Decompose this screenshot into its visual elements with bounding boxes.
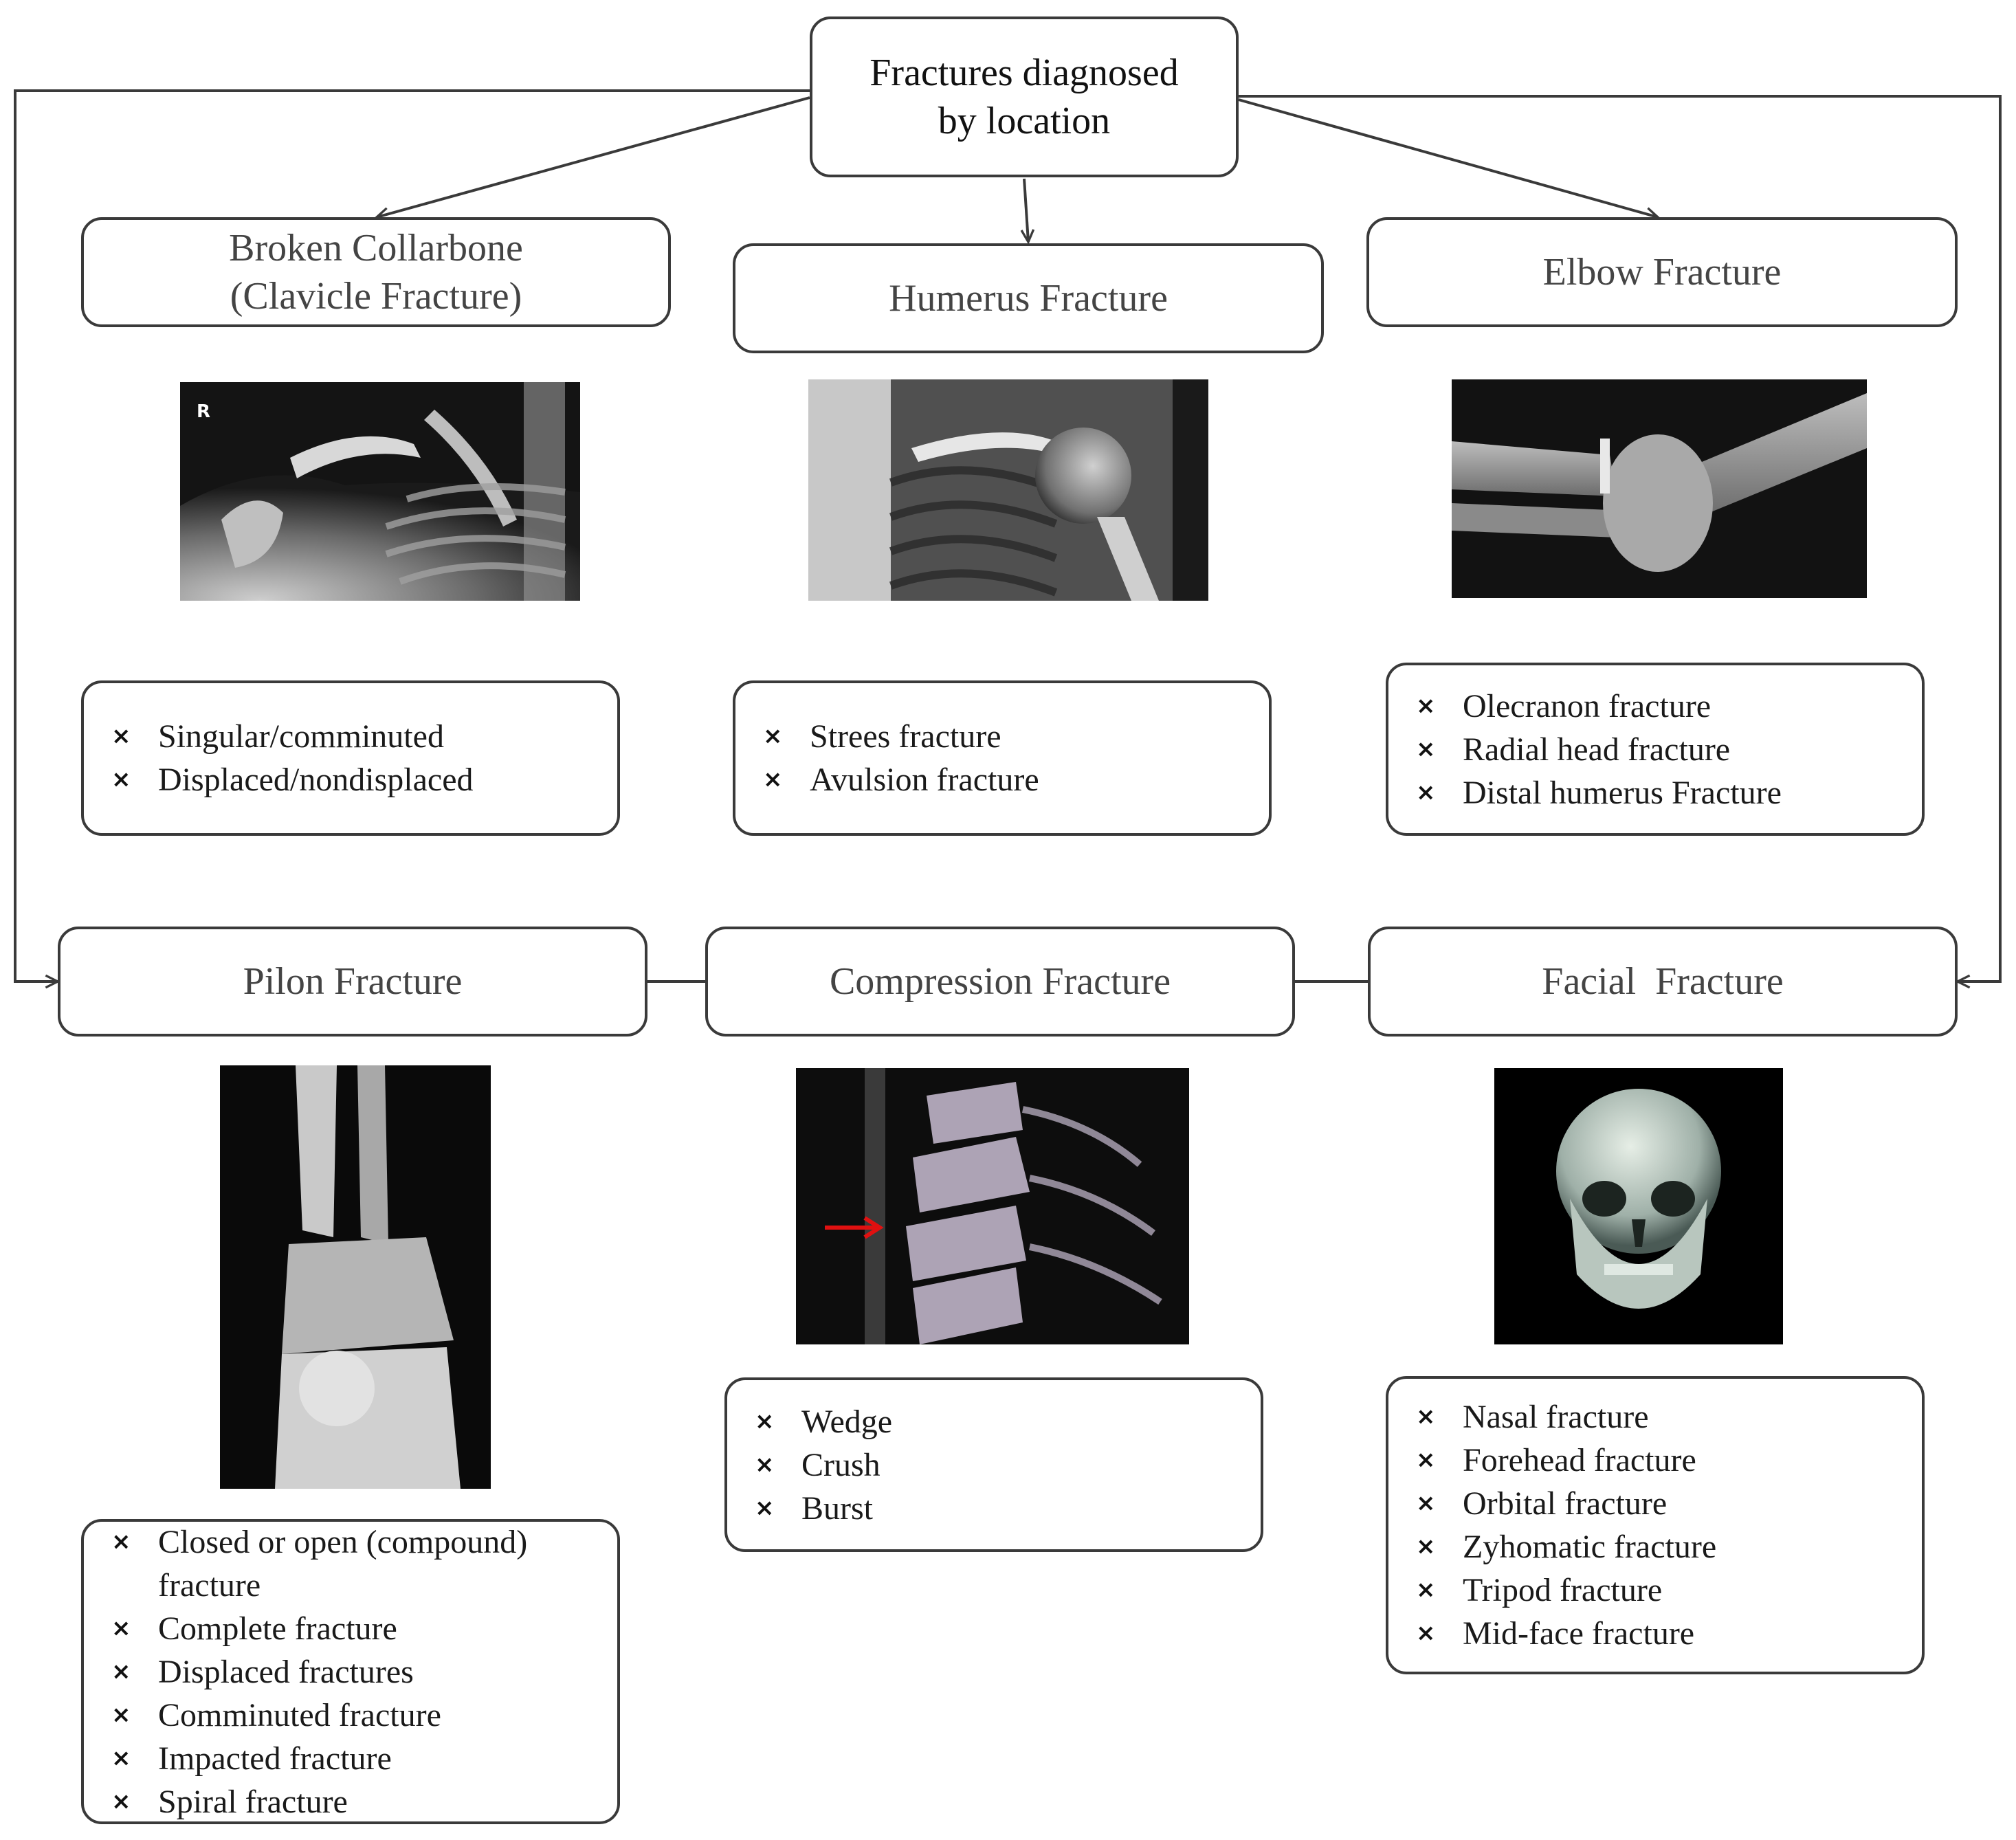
arrow-root-to-clavicle [377, 96, 810, 217]
clavicle-title-line1: Broken Collarbone [229, 227, 523, 269]
arrow-root-to-humerus [1024, 178, 1028, 242]
x-bullet-icon: × [1416, 1403, 1436, 1430]
list-item: ×Radial head fracture [1416, 728, 1922, 771]
x-bullet-icon: × [111, 1787, 131, 1815]
x-bullet-icon: × [1416, 1489, 1436, 1517]
compression-list: ×Wedge ×Crush ×Burst [755, 1400, 1261, 1530]
list-item: ×Impacted fracture [111, 1737, 617, 1780]
list-item: ×Spiral fracture [111, 1780, 617, 1824]
humerus-xray-image [808, 379, 1208, 601]
facial-list: ×Nasal fracture ×Forehead fracture ×Orbi… [1416, 1395, 1922, 1655]
list-item: ×Orbital fracture [1416, 1482, 1922, 1525]
compression-title: Compression Fracture [829, 960, 1171, 1003]
x-bullet-icon: × [1416, 1446, 1436, 1474]
list-item: ×Avulsion fracture [763, 758, 1269, 801]
list-item: ×Displaced fractures [111, 1650, 617, 1694]
x-bullet-icon: × [755, 1494, 775, 1522]
x-bullet-icon: × [1416, 1533, 1436, 1560]
pilon-xray-image [220, 1065, 491, 1489]
category-elbow-title: Elbow Fracture [1366, 217, 1958, 327]
x-bullet-icon: × [111, 1527, 131, 1555]
clavicle-list: ×Singular/comminuted ×Displaced/nondispl… [111, 715, 617, 801]
list-item: ×Singular/comminuted [111, 715, 617, 758]
humerus-list: ×Strees fracture ×Avulsion fracture [763, 715, 1269, 801]
x-bullet-icon: × [1416, 1619, 1436, 1647]
list-item: ×Mid-face fracture [1416, 1612, 1922, 1655]
humerus-title: Humerus Fracture [889, 277, 1168, 320]
list-item: ×Olecranon fracture [1416, 685, 1922, 728]
list-item: ×Tripod fracture [1416, 1569, 1922, 1612]
list-item: ×Distal humerus Fracture [1416, 771, 1922, 814]
list-item-continuation: fracture [158, 1566, 261, 1604]
x-bullet-icon: × [111, 1614, 131, 1642]
xray-side-marker: R [197, 401, 211, 422]
elbow-xray-image [1452, 379, 1867, 598]
clavicle-fracture-types: ×Singular/comminuted ×Displaced/nondispl… [81, 680, 620, 836]
list-item: ×Comminuted fracture [111, 1694, 617, 1737]
root-title-line1: Fractures diagnosed [869, 52, 1179, 94]
x-bullet-icon: × [1416, 778, 1436, 806]
x-bullet-icon: × [763, 766, 783, 793]
x-bullet-icon: × [1416, 735, 1436, 763]
x-bullet-icon: × [755, 1450, 775, 1478]
elbow-fracture-types: ×Olecranon fracture ×Radial head fractur… [1386, 663, 1925, 836]
elbow-title: Elbow Fracture [1542, 251, 1782, 293]
pilon-title: Pilon Fracture [243, 960, 463, 1003]
x-bullet-icon: × [111, 1700, 131, 1729]
arrow-root-to-pilon [14, 89, 810, 982]
x-bullet-icon: × [1416, 1576, 1436, 1604]
list-item: ×Complete fracture [111, 1607, 617, 1650]
category-humerus-title: Humerus Fracture [733, 243, 1324, 353]
list-item: ×Zyhomatic fracture [1416, 1525, 1922, 1569]
list-item: ×Crush [755, 1443, 1261, 1487]
x-bullet-icon: × [111, 1657, 131, 1685]
compression-xray-image [796, 1068, 1189, 1344]
clavicle-xray-image: R [180, 382, 580, 601]
list-item: ×Displaced/nondisplaced [111, 758, 617, 801]
root-node: Fractures diagnosed by location [810, 16, 1239, 177]
facial-title: Facial Fracture [1542, 960, 1784, 1003]
arrow-root-to-facial [1239, 95, 2002, 982]
category-clavicle-title: Broken Collarbone (Clavicle Fracture) [81, 217, 671, 327]
list-item: ×Nasal fracture [1416, 1395, 1922, 1439]
x-bullet-icon: × [111, 1744, 131, 1772]
arrow-root-to-elbow [1238, 98, 1658, 217]
x-bullet-icon: × [755, 1407, 775, 1435]
clavicle-title-line2: (Clavicle Fracture) [230, 275, 522, 318]
red-arrow-icon [825, 1216, 884, 1239]
category-pilon-title: Pilon Fracture [58, 927, 647, 1037]
elbow-list: ×Olecranon fracture ×Radial head fractur… [1416, 685, 1922, 814]
pilon-list: ×Closed or open (compound) fracture ×Com… [111, 1520, 617, 1824]
x-bullet-icon: × [111, 722, 131, 750]
x-bullet-icon: × [763, 722, 783, 750]
x-bullet-icon: × [111, 766, 131, 793]
category-facial-title: Facial Fracture [1368, 927, 1958, 1037]
list-item: ×Wedge [755, 1400, 1261, 1443]
list-item: ×Strees fracture [763, 715, 1269, 758]
category-compression-title: Compression Fracture [705, 927, 1295, 1037]
facial-ct-image [1494, 1068, 1783, 1344]
list-item: ×Closed or open (compound) [111, 1520, 617, 1564]
list-item: ×Forehead fracture [1416, 1439, 1922, 1482]
compression-fracture-types: ×Wedge ×Crush ×Burst [724, 1377, 1263, 1552]
list-item: ×Burst [755, 1487, 1261, 1530]
root-title-line2: by location [938, 100, 1111, 142]
x-bullet-icon: × [1416, 691, 1436, 720]
facial-fracture-types: ×Nasal fracture ×Forehead fracture ×Orbi… [1386, 1376, 1925, 1674]
humerus-fracture-types: ×Strees fracture ×Avulsion fracture [733, 680, 1272, 836]
pilon-fracture-types: ×Closed or open (compound) fracture ×Com… [81, 1519, 620, 1824]
